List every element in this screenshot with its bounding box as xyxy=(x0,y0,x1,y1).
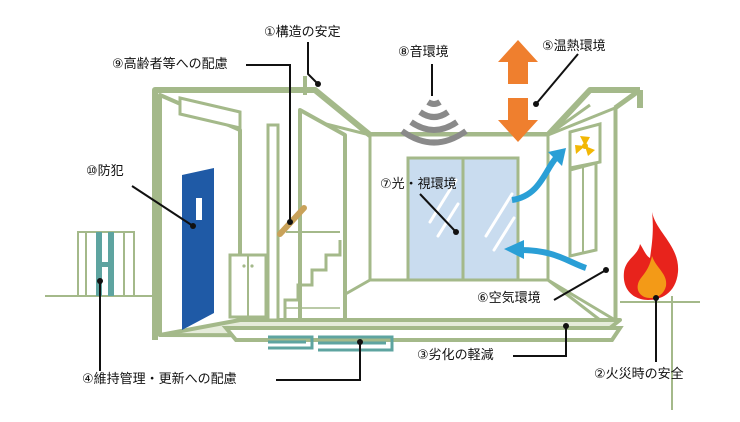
shoe-cabinet xyxy=(228,253,268,319)
label-air: ⑥空気環境 xyxy=(477,291,541,306)
label-security: ⑩防犯 xyxy=(86,164,124,179)
leader-elderly xyxy=(246,64,291,222)
house-structure xyxy=(152,76,643,342)
front-door xyxy=(182,168,214,330)
ventilation-fan-icon xyxy=(568,122,602,170)
label-elderly: ⑨高齢者等への配慮 xyxy=(112,57,228,72)
neighbor-window xyxy=(77,231,135,297)
leader-structure xyxy=(307,42,319,85)
leader-thermal xyxy=(535,53,579,105)
up-down-arrow-icon xyxy=(498,40,538,142)
label-structure: ①構造の安定 xyxy=(264,25,341,40)
floor-pipes xyxy=(268,335,394,352)
sliding-window xyxy=(406,156,520,282)
label-fire: ②火災時の安全 xyxy=(594,367,684,382)
leader-light xyxy=(419,193,457,233)
label-thermal: ⑤温熱環境 xyxy=(542,39,606,54)
label-deterioration: ③劣化の軽減 xyxy=(417,348,494,363)
label-maintenance: ④維持管理・更新への配慮 xyxy=(82,372,237,387)
leader-security xyxy=(131,185,194,227)
label-light: ⑦光・視環境 xyxy=(380,177,457,192)
leader-lines xyxy=(99,42,657,381)
label-sound: ⑧音環境 xyxy=(398,45,449,60)
leader-maintenance xyxy=(276,342,361,381)
leader-air xyxy=(553,269,607,301)
sound-wave-icon xyxy=(400,99,468,146)
side-window xyxy=(568,161,598,258)
fire-icon xyxy=(623,212,679,300)
staircase xyxy=(283,231,342,320)
leader-dots xyxy=(97,81,659,345)
leader-deterioration xyxy=(513,326,567,357)
airflow-arrow-icon xyxy=(504,148,588,271)
